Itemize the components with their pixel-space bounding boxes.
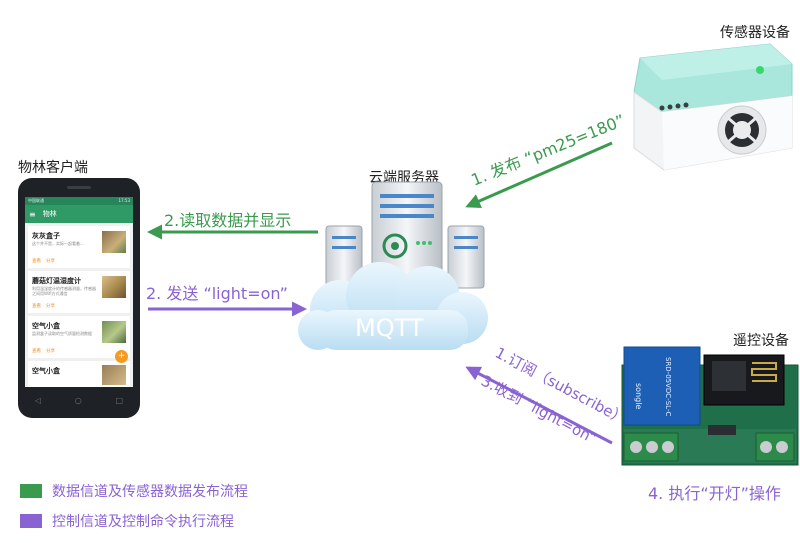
device-card[interactable]: 灰灰盒子 这个并不是，实际一起看着... 查看 分享: [28, 226, 130, 268]
sensor-device: [633, 43, 793, 171]
relay-model: SRD-05VDC-SL-C: [664, 357, 672, 416]
back-icon[interactable]: ◁: [34, 395, 42, 405]
add-fab-button[interactable]: +: [115, 350, 128, 363]
legend-item-control-channel: 控制信道及控制命令执行流程: [20, 511, 234, 531]
clock-text: 17:53: [118, 198, 130, 203]
server-logo-icon: [382, 233, 408, 259]
card-desc: 这个并不是，实际一起看着...: [32, 241, 84, 246]
recents-icon[interactable]: □: [115, 395, 124, 405]
execute-label: 4. 执行“开灯”操作: [648, 484, 781, 503]
sensor-device-title: 传感器设备: [720, 25, 790, 41]
relay-block: songle SRD-05VDC-SL-C: [623, 346, 701, 426]
app-title: 物林: [42, 210, 57, 218]
remote-device-title: 遥控设备: [733, 333, 789, 349]
card-desc: 利用温湿度计的传感器测量，传感器之间用Wifi方式通信: [32, 286, 96, 296]
status-bar: 中国联通 17:53: [25, 197, 133, 205]
server-main: [371, 181, 443, 291]
card-title: 灰灰盒子: [32, 232, 60, 240]
legend-text: 数据信道及传感器数据发布流程: [52, 484, 248, 500]
device-card[interactable]: 空气小盒: [28, 361, 130, 387]
status-led-icon: [756, 66, 764, 74]
menu-icon[interactable]: ≡: [29, 209, 36, 219]
server-right: [447, 225, 485, 289]
read-display-label: 2.读取数据并显示: [164, 211, 292, 230]
card-view-link[interactable]: 查看: [32, 304, 41, 309]
card-share-link[interactable]: 分享: [46, 349, 55, 354]
fan-vent-icon: [717, 105, 767, 155]
card-thumbnail: [102, 365, 126, 385]
card-title: 空气小盒: [32, 322, 60, 330]
smartphone: 中国联通 17:53 ≡ 物林 灰灰盒子 这个并不是，实际一起看着... 查看 …: [18, 178, 140, 418]
speaker-grille: [67, 186, 91, 189]
mqtt-cloud: MQTT: [298, 262, 488, 350]
carrier-text: 中国联通: [28, 198, 44, 203]
legend-item-data-channel: 数据信道及传感器数据发布流程: [20, 481, 248, 501]
card-thumbnail: [102, 231, 126, 253]
card-share-link[interactable]: 分享: [46, 259, 55, 264]
app-bar: ≡ 物林: [25, 205, 133, 223]
card-thumbnail: [102, 321, 126, 343]
card-desc: 监测盒子读取的空气质量检测数据: [32, 331, 92, 336]
device-card[interactable]: 蘑菇灯温湿度计 利用温湿度计的传感器测量，传感器之间用Wifi方式通信 查看 分…: [28, 271, 130, 313]
card-view-link[interactable]: 查看: [32, 349, 41, 354]
send-label: 2. 发送 “light=on”: [146, 284, 288, 303]
card-title: 蘑菇灯温湿度计: [32, 277, 81, 285]
device-card[interactable]: 空气小盒 监测盒子读取的空气质量检测数据 查看 分享: [28, 316, 130, 358]
legend-text: 控制信道及控制命令执行流程: [52, 514, 234, 530]
phone-screen: 中国联通 17:53 ≡ 物林 灰灰盒子 这个并不是，实际一起看着... 查看 …: [25, 197, 133, 387]
card-title: 空气小盒: [32, 367, 60, 375]
legend-swatch-purple: [20, 514, 42, 528]
nav-bar: ◁ ○ □: [18, 390, 140, 410]
subscribe-arrow: [465, 366, 613, 445]
relay-brand: songle: [634, 383, 643, 409]
relay-module: songle SRD-05VDC-SL-C: [621, 346, 799, 466]
card-share-link[interactable]: 分享: [46, 304, 55, 309]
publish-label: 1. 发布 “pm25=180”: [468, 111, 627, 190]
wifi-module: [703, 354, 785, 406]
legend-swatch-green: [20, 484, 42, 498]
card-thumbnail: [102, 276, 126, 298]
publish-arrow: [465, 141, 613, 209]
home-icon[interactable]: ○: [74, 395, 82, 405]
cloud-label: MQTT: [355, 314, 424, 342]
card-view-link[interactable]: 查看: [32, 259, 41, 264]
client-app-title: 物林客户端: [18, 160, 88, 176]
